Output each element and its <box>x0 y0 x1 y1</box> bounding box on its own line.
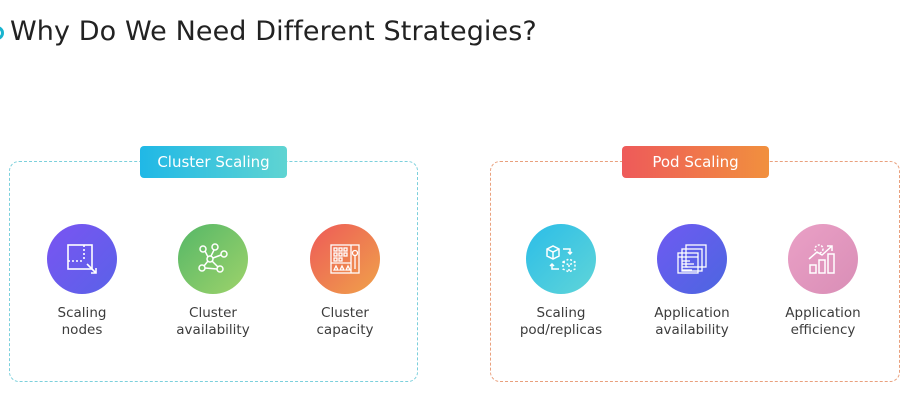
pod-scaling-group: Pod Scaling Scaling pod/replicas <box>490 146 900 382</box>
cluster-capacity-label: Cluster capacity <box>316 305 374 338</box>
cluster-availability-item: Cluster availability <box>153 224 273 339</box>
pod-scaling-label: Pod Scaling <box>622 146 769 178</box>
scaling-nodes-item: Scaling nodes <box>22 224 142 339</box>
cluster-scaling-label: Cluster Scaling <box>140 146 287 178</box>
application-availability-item: Application availability <box>632 224 752 339</box>
scaling-pod-replicas-label: Scaling pod/replicas <box>519 305 603 338</box>
cluster-capacity-item: Cluster capacity <box>285 224 405 339</box>
cluster-network-icon <box>178 224 248 294</box>
application-efficiency-label: Application efficiency <box>785 305 861 338</box>
cube-replicate-icon <box>526 224 596 294</box>
stacked-windows-icon <box>657 224 727 294</box>
application-efficiency-item: Application efficiency <box>763 224 883 339</box>
growth-chart-icon <box>788 224 858 294</box>
scaling-nodes-label: Scaling nodes <box>57 305 107 338</box>
cluster-availability-label: Cluster availability <box>176 305 250 338</box>
title-bullet <box>0 26 4 40</box>
capacity-rack-icon <box>310 224 380 294</box>
scaling-nodes-icon <box>47 224 117 294</box>
cluster-scaling-group: Cluster Scaling Scaling nodes <box>9 146 418 382</box>
application-availability-label: Application availability <box>654 305 730 338</box>
scaling-pod-replicas-item: Scaling pod/replicas <box>501 224 621 339</box>
page-title: Why Do We Need Different Strategies? <box>10 16 537 47</box>
